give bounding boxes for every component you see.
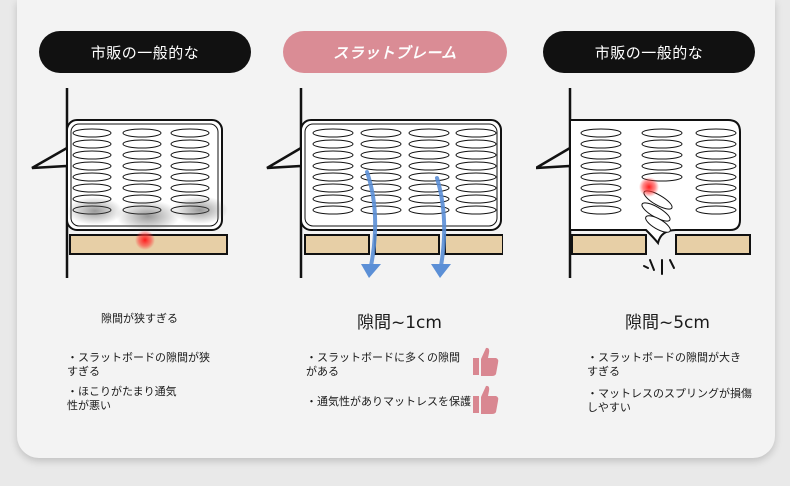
note-2: ・マットレスのスプリングが損傷しやすい: [587, 387, 752, 414]
gap-caption: 隙間が狭すぎる: [101, 312, 178, 325]
header-pill: スラットブレーム: [283, 31, 507, 73]
narrow-slat-diagram: [31, 88, 228, 278]
thumbs-up-icon: [473, 347, 499, 376]
note-1: ・スラットボードの隙間が狭すぎる: [67, 351, 210, 378]
column-standard-wide: 市販の一般的な: [536, 0, 790, 458]
comparison-card: 市販の一般的な: [17, 0, 775, 458]
slat-frame-diagram: [266, 88, 503, 278]
column-standard-narrow: 市販の一般的な: [31, 0, 285, 458]
gap-caption: 隙間~1cm: [357, 313, 442, 333]
note-2: ・ほこりがたまり通気性が悪い: [67, 385, 177, 412]
note-1: ・スラットボードの隙間が大きすぎる: [587, 351, 741, 378]
column-slat-frame: スラットブレーム 隙間~1cm ・スラット: [266, 0, 533, 458]
gap-caption: 隙間~5cm: [625, 313, 710, 333]
header-label: 市販の一般的な: [90, 43, 200, 62]
wide-gap-diagram: [536, 88, 751, 278]
thumbs-up-icon: [473, 385, 499, 414]
note-2: ・通気性がありマットレスを保護: [306, 395, 471, 408]
header-label: スラットブレーム: [333, 43, 457, 62]
note-1: ・スラットボードに多くの隙間がある: [306, 351, 460, 378]
header-pill: 市販の一般的な: [543, 31, 755, 73]
header-label: 市販の一般的な: [594, 43, 704, 62]
header-pill: 市販の一般的な: [39, 31, 251, 73]
